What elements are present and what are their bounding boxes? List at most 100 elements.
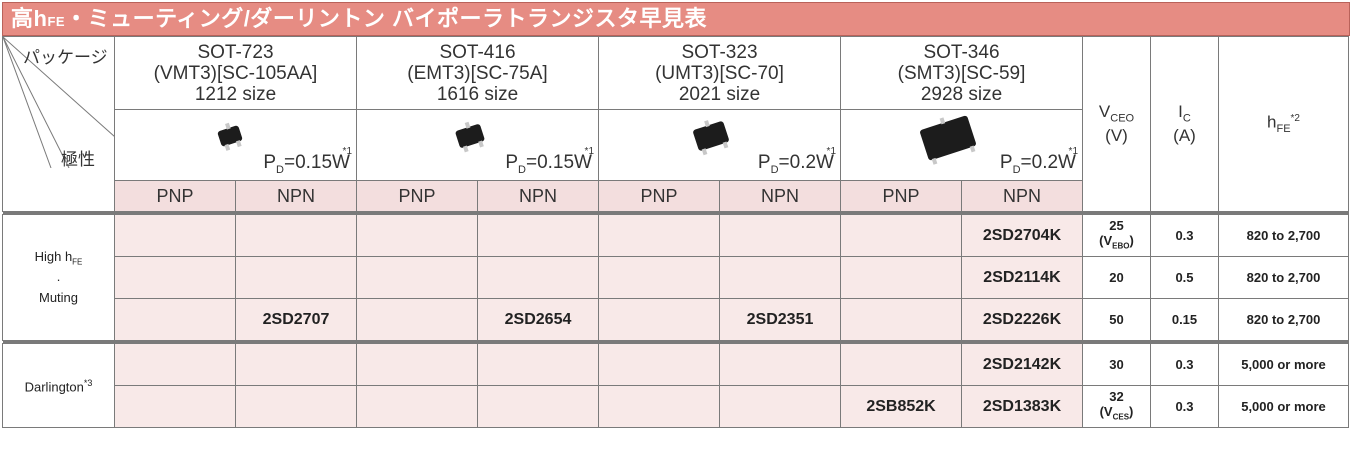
cell-sot346-pnp: 2SB852K [840,385,962,428]
ic-symbol: IC [1178,101,1191,125]
cell-sot323-npn [719,256,841,299]
cell-sot416-pnp [356,256,478,299]
cell-sot723-npn [235,214,357,257]
table-row: 2SB852K 2SD1383K 32 (VCES) 0.3 5,000 or … [3,385,1349,428]
cell-sot416-pnp [356,214,478,257]
cell-sot323-npn: 2SD2351 [719,298,841,341]
package-size: 2928 size [920,83,1003,105]
ic-value: 0.3 [1150,214,1219,257]
vceo-header: VCEO (V) [1082,36,1151,212]
cell-sot723-npn: 2SD2707 [235,298,357,341]
transistor-table: パッケージ 極性 SOT-723 (VMT3)[SC-105AA] 1212 s… [2,36,1349,428]
hfe-header: hFE*2 [1218,36,1349,212]
polarity-pnp: PNP [840,180,962,212]
package-name: SOT-323 [681,41,758,63]
package-header-sot416: SOT-416 (EMT3)[SC-75A] 1616 size [356,36,599,110]
hfe-value: 5,000 or more [1218,343,1349,386]
cell-sot416-npn [477,343,599,386]
polarity-npn: NPN [477,180,599,212]
title-prefix: 高h [11,6,48,31]
package-header-sot346: SOT-346 (SMT3)[SC-59] 2928 size [840,36,1083,110]
cell-sot346-npn: 2SD2142K [961,343,1083,386]
header-corner: パッケージ 極性 [2,36,115,212]
package-header-sot723: SOT-723 (VMT3)[SC-105AA] 1212 size [114,36,357,110]
polarity-pnp: PNP [356,180,478,212]
cell-sot723-pnp [114,298,236,341]
table-row: Darlington*3 2SD2142K 30 0.3 5,000 or mo… [2,343,1349,428]
package-header-sot323: SOT-323 (UMT3)[SC-70] 2021 size [598,36,841,110]
cell-sot346-npn: 2SD1383K [961,385,1083,428]
package-name: SOT-346 [923,41,1000,63]
pd-note: *1 [584,146,594,157]
package-label: パッケージ [23,48,108,67]
power-dissipation: PD=0.2W [757,152,834,176]
cell-sot416-npn [477,214,599,257]
ic-header: IC (A) [1150,36,1219,212]
cell-sot416-npn: 2SD2654 [477,298,599,341]
package-code: (VMT3)[SC-105AA] [153,62,318,84]
chart-title: 高hFE・ミューティング/ダーリントン バイポーラトランジスタ早見表 [2,2,1350,36]
title-sub: FE [47,14,66,29]
cell-sot416-pnp [356,385,478,428]
sot323-package-image [692,120,730,152]
power-dissipation: PD=0.15W [505,152,592,176]
vceo-symbol: VCEO [1098,101,1135,125]
power-dissipation: PD=0.2W [999,152,1076,176]
vceo-unit: (V) [1105,126,1128,146]
polarity-npn: NPN [235,180,357,212]
package-code: (UMT3)[SC-70] [655,62,784,84]
hfe-value: 820 to 2,700 [1218,256,1349,299]
package-size: 1212 size [194,83,277,105]
cell-sot323-npn [719,385,841,428]
ic-value: 0.5 [1150,256,1219,299]
cell-sot346-pnp [840,298,962,341]
polarity-npn: NPN [961,180,1083,212]
package-code: (SMT3)[SC-59] [897,62,1026,84]
polarity-npn: NPN [719,180,841,212]
table-row: High hFE · Muting 2SD2704K 25 (VEBO) 0.3… [2,214,1349,341]
cell-sot346-pnp [840,256,962,299]
hfe-value: 820 to 2,700 [1218,298,1349,341]
hfe-value: 5,000 or more [1218,385,1349,428]
polarity-label: 極性 [61,150,95,169]
pd-note: *1 [826,146,836,157]
application-darlington: Darlington*3 [2,343,115,428]
cell-sot346-pnp [840,343,962,386]
power-dissipation: PD=0.15W [263,152,350,176]
polarity-pnp: PNP [598,180,720,212]
cell-sot416-npn [477,385,599,428]
cell-sot323-npn [719,214,841,257]
package-size: 1616 size [436,83,519,105]
polarity-pnp: PNP [114,180,236,212]
cell-sot723-npn [235,343,357,386]
cell-sot323-pnp [598,256,720,299]
sot416-package-image [454,121,486,149]
cell-sot346-npn: 2SD2226K [961,298,1083,341]
cell-sot323-pnp [598,385,720,428]
cell-sot346-pnp [840,214,962,257]
cell-sot723-npn [235,385,357,428]
package-code: (EMT3)[SC-75A] [407,62,548,84]
cell-sot723-pnp [114,256,236,299]
ic-value: 0.15 [1150,298,1219,341]
vceo-value: 32 (VCES) [1082,385,1151,428]
package-size: 2021 size [678,83,761,105]
ic-value: 0.3 [1150,385,1219,428]
cell-sot323-npn [719,343,841,386]
cell-sot723-pnp [114,385,236,428]
cell-sot723-pnp [114,214,236,257]
cell-sot416-pnp [356,298,478,341]
cell-sot416-pnp [356,343,478,386]
table-row: 2SD2707 2SD2654 2SD2351 2SD2226K 50 0.15… [3,298,1349,341]
ic-value: 0.3 [1150,343,1219,386]
package-image-cell-sot346: *1 PD=0.2W [840,109,1083,181]
cell-sot723-npn [235,256,357,299]
cell-sot323-pnp [598,214,720,257]
package-name: SOT-416 [439,41,516,63]
cell-sot346-npn: 2SD2114K [961,256,1083,299]
vceo-value: 30 [1082,343,1151,386]
pd-note: *1 [1068,146,1078,157]
cell-sot323-pnp [598,298,720,341]
cell-sot723-pnp [114,343,236,386]
sot346-package-image [919,115,977,161]
